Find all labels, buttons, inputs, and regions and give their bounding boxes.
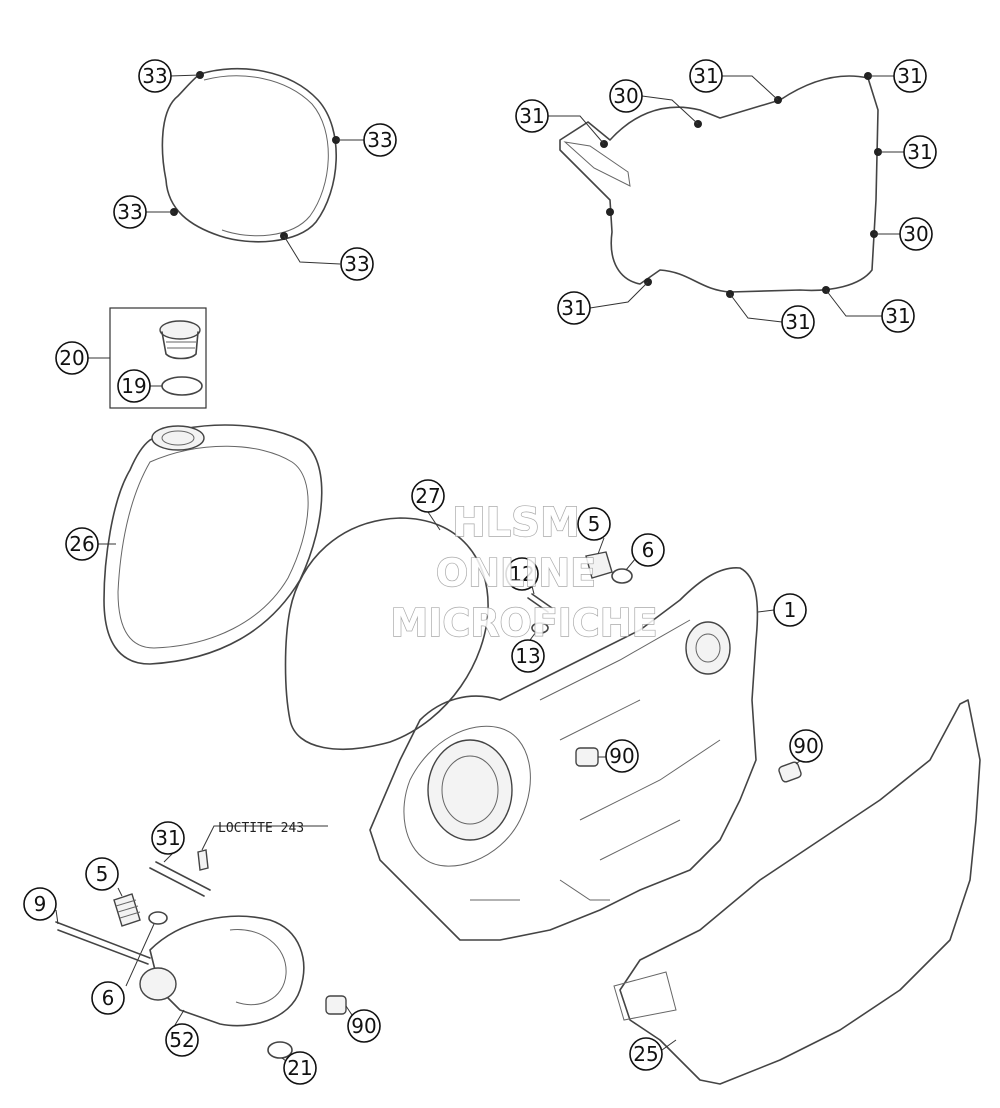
bushing-90-pair: [575, 747, 807, 783]
small-parts-upper: [527, 537, 637, 641]
gasket-30-31: [548, 72, 904, 323]
clutch-cover-26: [98, 424, 323, 665]
callout-30[interactable]: 30: [609, 79, 643, 113]
callout-31[interactable]: 31: [903, 135, 937, 169]
callout-5[interactable]: 5: [577, 507, 611, 541]
ignition-cover-1: [369, 567, 775, 941]
svg-text:20: 20: [59, 346, 84, 370]
callout-31[interactable]: 31: [515, 99, 549, 133]
callout-13[interactable]: 13: [511, 639, 545, 673]
svg-text:33: 33: [344, 252, 369, 276]
svg-text:21: 21: [287, 1056, 312, 1080]
svg-text:33: 33: [142, 64, 167, 88]
svg-text:HLSM: HLSM: [452, 500, 580, 546]
callout-31[interactable]: 31: [893, 59, 927, 93]
callout-31[interactable]: 31: [881, 299, 915, 333]
callout-52[interactable]: 52: [165, 1023, 199, 1057]
callout-31[interactable]: 31: [781, 305, 815, 339]
callout-26[interactable]: 26: [65, 527, 99, 561]
callout-25[interactable]: 25: [629, 1037, 663, 1071]
callout-90[interactable]: 90: [789, 729, 823, 763]
svg-text:31: 31: [897, 64, 922, 88]
water-pump-group: [55, 825, 355, 1065]
svg-text:31: 31: [561, 296, 586, 320]
callout-33[interactable]: 33: [138, 59, 172, 93]
svg-text:31: 31: [785, 310, 810, 334]
gasket-33: [146, 67, 364, 265]
svg-text:25: 25: [633, 1042, 658, 1066]
svg-text:30: 30: [613, 84, 638, 108]
svg-text:6: 6: [102, 986, 115, 1010]
svg-text:31: 31: [693, 64, 718, 88]
svg-text:30: 30: [903, 222, 928, 246]
callout-21[interactable]: 21: [283, 1051, 317, 1085]
gasket-25: [613, 699, 981, 1085]
loctite-annotation: LOCTITE 243: [218, 821, 304, 836]
callout-90[interactable]: 90: [347, 1009, 381, 1043]
callout-31[interactable]: 31: [689, 59, 723, 93]
callout-6[interactable]: 6: [631, 533, 665, 567]
callout-1[interactable]: 1: [773, 593, 807, 627]
callout-90[interactable]: 90: [605, 739, 639, 773]
svg-text:90: 90: [351, 1014, 376, 1038]
svg-text:33: 33: [117, 200, 142, 224]
svg-text:26: 26: [69, 532, 94, 556]
svg-text:90: 90: [793, 734, 818, 758]
svg-text:5: 5: [588, 512, 601, 536]
svg-text:31: 31: [519, 104, 544, 128]
svg-text:13: 13: [515, 644, 540, 668]
svg-text:90: 90: [609, 744, 634, 768]
svg-text:5: 5: [96, 862, 109, 886]
callout-5[interactable]: 5: [85, 857, 119, 891]
callout-20[interactable]: 20: [55, 341, 89, 375]
callout-33[interactable]: 33: [340, 247, 374, 281]
svg-text:19: 19: [121, 374, 146, 398]
callout-19[interactable]: 19: [117, 369, 151, 403]
svg-text:1: 1: [784, 598, 797, 622]
svg-text:31: 31: [885, 304, 910, 328]
callout-31[interactable]: 31: [151, 821, 185, 855]
svg-text:12: 12: [509, 562, 534, 586]
callout-9[interactable]: 9: [23, 887, 57, 921]
callout-30[interactable]: 30: [899, 217, 933, 251]
svg-text:27: 27: [415, 484, 440, 508]
callout-12[interactable]: 12: [505, 557, 539, 591]
svg-text:31: 31: [907, 140, 932, 164]
svg-text:6: 6: [642, 538, 655, 562]
callout-6[interactable]: 6: [91, 981, 125, 1015]
svg-text:ONLINE: ONLINE: [436, 551, 596, 595]
callout-33[interactable]: 33: [363, 123, 397, 157]
svg-text:MICROFICHE: MICROFICHE: [390, 601, 657, 645]
svg-text:33: 33: [367, 128, 392, 152]
oil-filler-plug-kit-20: [88, 307, 207, 409]
callout-33[interactable]: 33: [113, 195, 147, 229]
callout-27[interactable]: 27: [411, 479, 445, 513]
watermark: HLSM ONLINE MICROFICHE: [390, 499, 659, 645]
svg-text:31: 31: [155, 826, 180, 850]
callout-31[interactable]: 31: [557, 291, 591, 325]
svg-text:52: 52: [169, 1028, 194, 1052]
gasket-27: [284, 511, 489, 750]
svg-text:9: 9: [34, 892, 47, 916]
